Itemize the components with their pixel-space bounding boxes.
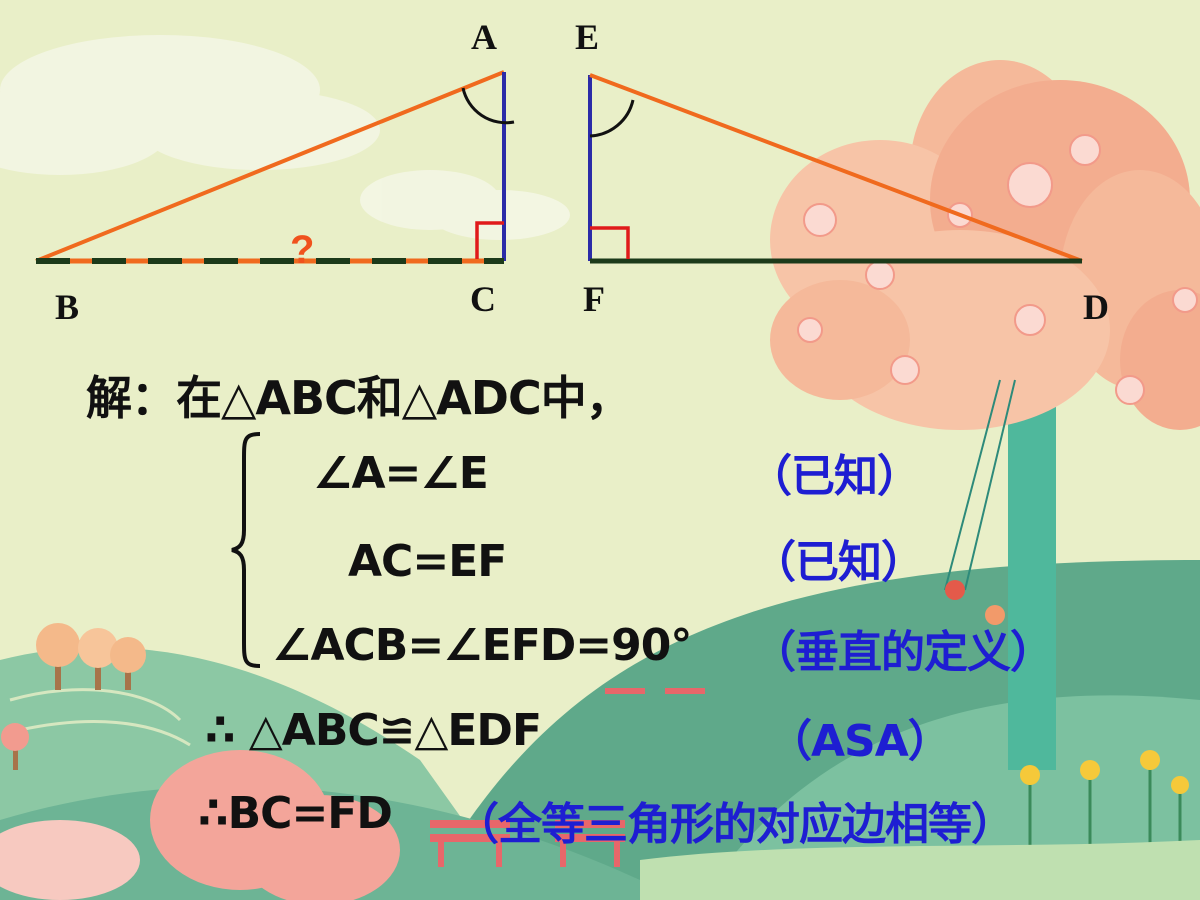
benches — [430, 688, 705, 867]
vertex-label-a: A — [471, 17, 497, 57]
conclusion-bc-fd-reason: （全等三角形的对应边相等） — [455, 799, 1015, 850]
step1-reason: （已知） — [748, 451, 921, 502]
step2-reason: （已知） — [752, 537, 925, 588]
flowers — [1020, 750, 1189, 850]
segment-ed — [589, 73, 1083, 263]
step1-statement: ∠A=∠E — [313, 448, 489, 499]
cloud-mid — [360, 170, 570, 240]
vertex-label-e: E — [575, 17, 600, 57]
standing-girl — [985, 605, 1005, 625]
swing — [944, 379, 1016, 591]
solution-intro: 解：在△ABC和△ADC中， — [86, 371, 632, 425]
trees-left — [1, 623, 146, 770]
bushes-bottom — [0, 750, 400, 900]
pasture — [9, 688, 191, 747]
system-brace — [226, 430, 266, 685]
cloud-left — [0, 35, 380, 175]
step2-statement: AC=EF — [348, 536, 507, 587]
unknown-length-mark: ? — [290, 228, 315, 272]
vertex-label-d: D — [1083, 287, 1109, 327]
tree-blossoms — [797, 134, 1198, 405]
ground-strip — [640, 840, 1200, 900]
angle-e-arc — [589, 99, 635, 138]
right-angle-f — [590, 226, 630, 259]
segment-ab — [35, 70, 505, 263]
step3-reason: （垂直的定义） — [752, 627, 1054, 678]
conclusion-bc-fd: ∴BC=FD — [198, 788, 393, 839]
angle-a-arc — [461, 87, 515, 125]
vertex-label-c: C — [470, 279, 496, 319]
conclusion-congruent: ∴ △ABC≌△EDF — [205, 705, 542, 756]
swing-girl — [945, 580, 965, 600]
conclusion-congruent-reason: （ASA） — [768, 716, 952, 767]
vertex-label-f: F — [583, 279, 605, 319]
step3-statement: ∠ACB=∠EFD=90° — [272, 620, 692, 671]
vertex-label-b: B — [55, 287, 80, 327]
right-angle-c — [475, 221, 504, 259]
